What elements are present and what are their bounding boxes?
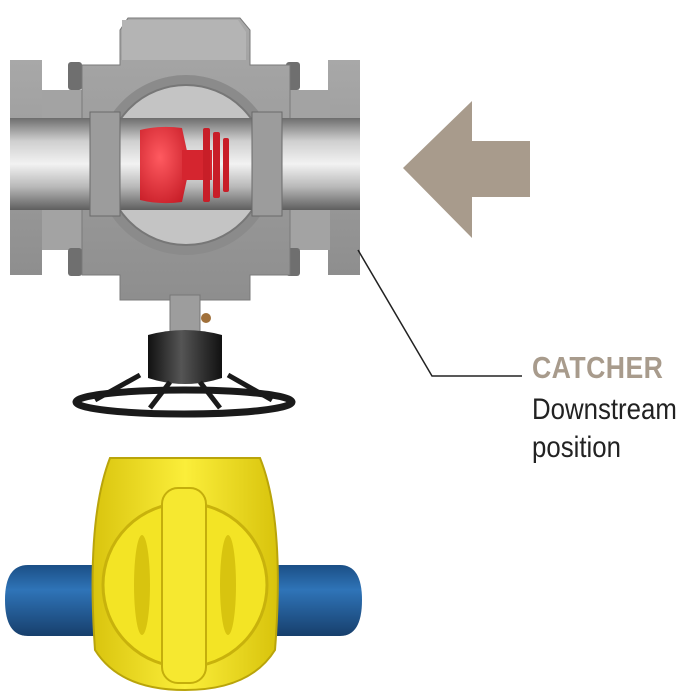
ball-valve-closeup	[5, 457, 362, 692]
gearbox-knob	[148, 330, 222, 384]
left-arrow-icon	[403, 101, 530, 238]
valve-stem	[169, 294, 201, 334]
callout-line-2: position	[532, 431, 621, 464]
catcher-fins	[203, 128, 229, 202]
yellow-cap-slot-left	[134, 535, 150, 635]
seat-ring-right	[251, 111, 283, 217]
yellow-cap-slot-right	[220, 535, 236, 635]
grease-fitting	[201, 313, 211, 323]
catcher-cone	[140, 126, 190, 204]
callout-leader-line	[357, 249, 522, 377]
handwheel	[72, 372, 296, 418]
catcher-pig	[140, 126, 229, 204]
bonnet-cap	[122, 20, 246, 60]
yellow-handle-grip	[161, 487, 207, 684]
valve-cutaway	[10, 17, 360, 418]
seat-ring-left	[89, 111, 121, 217]
callout-line-1: Downstream	[532, 393, 677, 426]
callout-title: CATCHER	[532, 350, 664, 385]
